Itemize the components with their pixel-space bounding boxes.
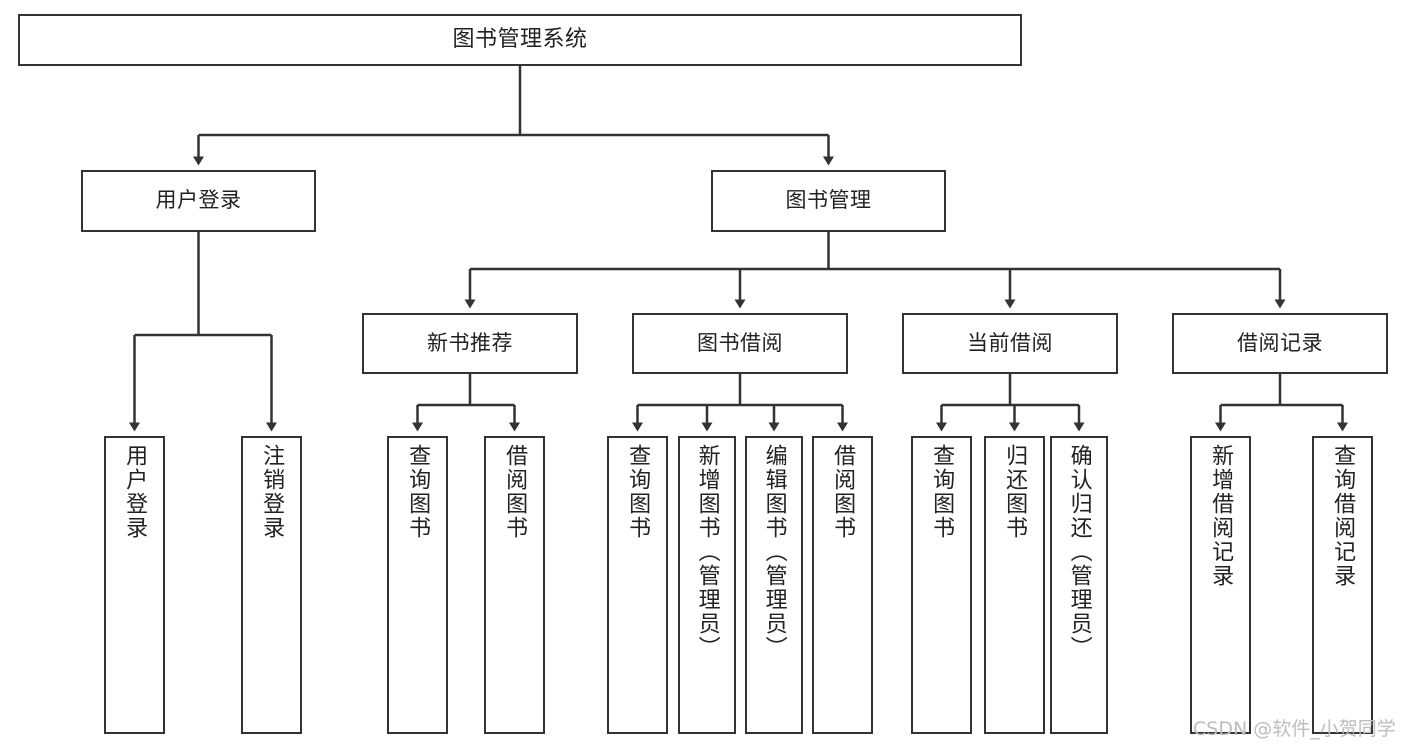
node-label: 确认归还（管理员）	[1066, 444, 1092, 660]
node-new-book-rec[interactable]: 新书推荐	[362, 313, 578, 374]
node-current-borrow[interactable]: 当前借阅	[902, 313, 1118, 374]
node-leaf-add-book[interactable]: 新增图书（管理员）	[678, 436, 736, 734]
node-label: 新增图书（管理员）	[694, 444, 720, 660]
csdn-watermark: CSDN @软件_小贺同学	[1193, 718, 1396, 740]
node-label: 用户登录	[122, 444, 148, 540]
node-book-manage[interactable]: 图书管理	[711, 170, 946, 232]
node-leaf-confirm-return[interactable]: 确认归还（管理员）	[1050, 436, 1108, 734]
node-leaf-query-book-2[interactable]: 查询图书	[607, 436, 668, 734]
node-leaf-user-logout[interactable]: 注销登录	[241, 436, 302, 734]
node-label: 查询图书	[405, 444, 431, 540]
node-label: 借阅图书	[502, 444, 528, 540]
node-label: 归还图书	[1002, 444, 1028, 540]
node-label: 借阅记录	[1237, 330, 1323, 355]
node-label: 注销登录	[259, 444, 285, 540]
node-leaf-add-record[interactable]: 新增借阅记录	[1190, 436, 1251, 734]
node-label: 图书管理系统	[452, 26, 588, 52]
node-label: 查询借阅记录	[1330, 444, 1356, 588]
node-label: 当前借阅	[967, 330, 1053, 355]
node-root[interactable]: 图书管理系统	[18, 14, 1022, 66]
node-label: 查询图书	[625, 444, 651, 540]
node-leaf-edit-book[interactable]: 编辑图书（管理员）	[745, 436, 803, 734]
node-leaf-user-login[interactable]: 用户登录	[104, 436, 165, 734]
node-leaf-query-book-3[interactable]: 查询图书	[911, 436, 972, 734]
node-label: 借阅图书	[830, 444, 856, 540]
node-user-login[interactable]: 用户登录	[81, 170, 316, 232]
node-label: 编辑图书（管理员）	[761, 444, 787, 660]
node-book-borrow[interactable]: 图书借阅	[632, 313, 848, 374]
node-leaf-query-record[interactable]: 查询借阅记录	[1312, 436, 1373, 734]
node-borrow-record[interactable]: 借阅记录	[1172, 313, 1388, 374]
node-label: 用户登录	[155, 188, 242, 213]
node-leaf-query-book-1[interactable]: 查询图书	[387, 436, 448, 734]
node-label: 新书推荐	[427, 330, 513, 355]
node-leaf-borrow-book-1[interactable]: 借阅图书	[484, 436, 545, 734]
node-leaf-return-book[interactable]: 归还图书	[984, 436, 1045, 734]
node-label: 图书管理	[785, 188, 872, 213]
node-label: 查询图书	[929, 444, 955, 540]
node-leaf-borrow-book-2[interactable]: 借阅图书	[812, 436, 873, 734]
node-label: 图书借阅	[697, 330, 783, 355]
node-label: 新增借阅记录	[1208, 444, 1234, 588]
